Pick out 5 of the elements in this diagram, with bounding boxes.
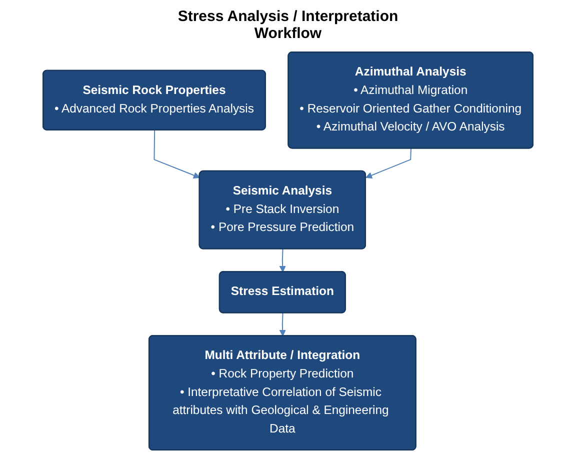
arrow [279, 248, 286, 272]
arrow [366, 148, 412, 178]
arrow [154, 130, 200, 179]
diagram-title: Stress Analysis / Interpretation Workflow [176, 8, 400, 42]
arrow [279, 312, 286, 336]
